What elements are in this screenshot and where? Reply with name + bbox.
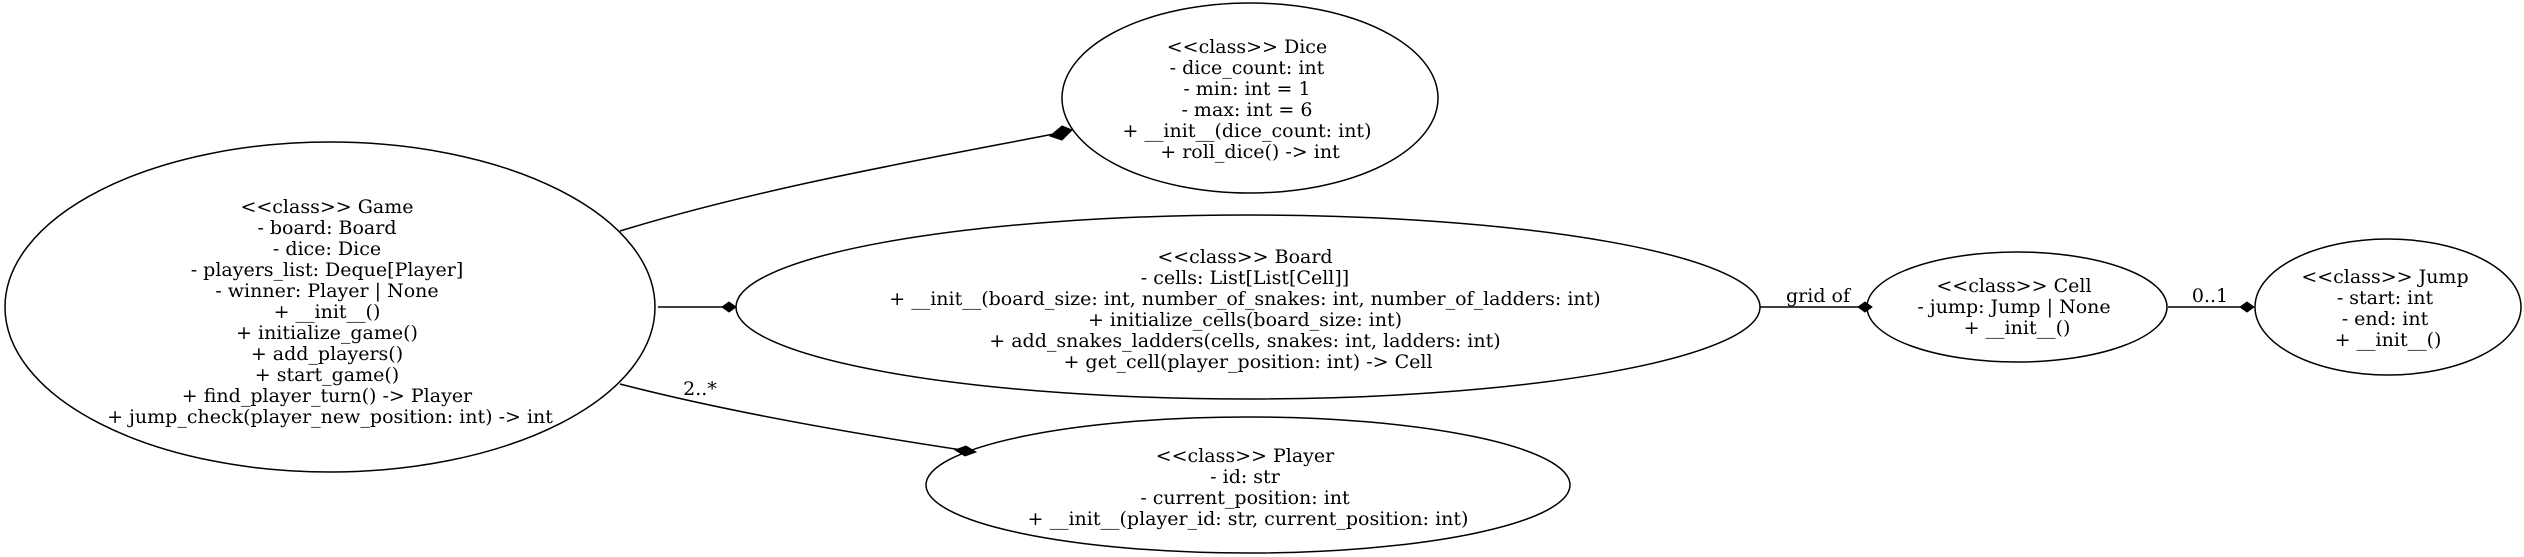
node-line: - id: str — [1210, 466, 1281, 488]
node-line: - board: Board — [257, 217, 396, 239]
node-outline — [1866, 251, 2168, 363]
node-text: <<class>> Board - cells: List[List[Cell]… — [889, 246, 1606, 373]
class-node-player: <<class>> Player - id: str - current_pos… — [925, 416, 1571, 554]
composition-diamond — [1857, 301, 1873, 313]
node-line: - start: int — [2337, 287, 2434, 309]
node-text: <<class>> Jump - start: int - end: int +… — [2301, 266, 2474, 351]
node-line: + jump_check(player_new_position: int) -… — [107, 406, 553, 428]
node-line: + roll_dice() -> int — [1160, 141, 1340, 163]
node-text: <<class>> Player - id: str - current_pos… — [1028, 445, 1469, 530]
edge-game-board — [658, 301, 737, 313]
edge-line — [619, 383, 963, 451]
composition-diamond — [721, 301, 737, 313]
composition-diamond — [953, 445, 978, 457]
node-line: + __init__() — [2335, 329, 2442, 351]
node-outline — [2254, 238, 2522, 376]
edge-label-multiplicity: 2..* — [683, 378, 717, 400]
node-line: - winner: Player | None — [215, 280, 438, 302]
node-line: <<class>> Dice — [1167, 36, 1327, 58]
node-outline — [1061, 2, 1439, 194]
node-line: + __init__() — [1964, 317, 2071, 339]
node-line: + add_players() — [251, 343, 403, 365]
node-line: + find_player_turn() -> Player — [182, 385, 473, 407]
node-line: <<class>> Game — [240, 196, 413, 218]
node-line: + __init__(board_size: int, number_of_sn… — [889, 288, 1600, 310]
node-line: - jump: Jump | None — [1917, 296, 2110, 318]
node-line: - current_position: int — [1140, 487, 1350, 509]
node-line: + initialize_cells(board_size: int) — [1088, 309, 1402, 331]
node-text: <<class>> Dice - dice_count: int - min: … — [1122, 36, 1377, 163]
node-outline — [925, 416, 1571, 554]
node-line: + get_cell(player_position: int) -> Cell — [1063, 351, 1432, 373]
edge-line — [619, 132, 1060, 232]
node-line: - dice: Dice — [273, 238, 381, 260]
node-text: <<class>> Cell - jump: Jump | None + __i… — [1917, 275, 2116, 339]
node-line: - dice_count: int — [1170, 57, 1325, 79]
edge-label-multiplicity: 0..1 — [2192, 285, 2228, 307]
composition-diamond — [1048, 125, 1073, 141]
edge-cell-jump: 0..1 — [2168, 285, 2255, 313]
class-node-game: <<class>> Game - board: Board - dice: Di… — [4, 141, 656, 473]
node-line: - min: int = 1 — [1183, 78, 1310, 100]
node-line: - players_list: Deque[Player] — [191, 259, 464, 281]
node-line: + initialize_game() — [236, 322, 418, 344]
node-line: + __init__(dice_count: int) — [1122, 120, 1371, 142]
class-node-jump: <<class>> Jump - start: int - end: int +… — [2254, 238, 2522, 376]
node-line: - end: int — [2342, 308, 2429, 330]
class-node-board: <<class>> Board - cells: List[List[Cell]… — [735, 214, 1761, 400]
edge-game-player: 2..* — [619, 378, 978, 457]
node-line: <<class>> Jump — [2301, 266, 2468, 288]
node-line: <<class>> Player — [1156, 445, 1335, 467]
node-line: - max: int = 6 — [1181, 99, 1312, 121]
node-line: <<class>> Cell — [1936, 275, 2091, 297]
node-text: <<class>> Game - board: Board - dice: Di… — [107, 196, 553, 428]
composition-diamond — [2239, 301, 2255, 313]
edge-label-grid-of: grid of — [1786, 285, 1852, 307]
node-line: <<class>> Board — [1157, 246, 1332, 268]
node-line: + __init__() — [274, 301, 381, 323]
node-line: + add_snakes_ladders(cells, snakes: int,… — [989, 330, 1500, 352]
edge-game-dice — [619, 125, 1073, 232]
class-node-cell: <<class>> Cell - jump: Jump | None + __i… — [1866, 251, 2168, 363]
node-line: + __init__(player_id: str, current_posit… — [1028, 508, 1469, 530]
node-outline — [735, 214, 1761, 400]
node-line: + start_game() — [255, 364, 399, 386]
node-outline — [4, 141, 656, 473]
class-node-dice: <<class>> Dice - dice_count: int - min: … — [1061, 2, 1439, 194]
node-line: - cells: List[List[Cell]] — [1141, 267, 1349, 289]
edge-board-cell: grid of — [1760, 285, 1873, 313]
